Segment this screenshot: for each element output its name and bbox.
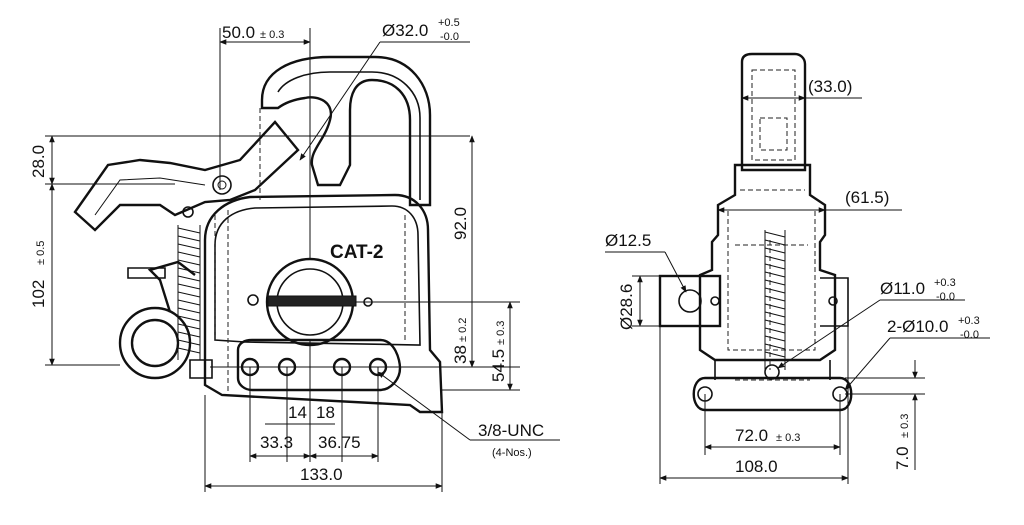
front-view	[658, 52, 853, 412]
dim-54-tol: ± 0.3	[495, 321, 507, 345]
dim-61-5: (61.5)	[845, 188, 889, 207]
eye-inner	[130, 318, 180, 368]
bottom-plate	[236, 338, 402, 392]
dim-dia32-tol-up: +0.5	[438, 17, 460, 29]
spring	[177, 225, 201, 360]
pivot-pin	[212, 175, 232, 195]
thread-label: 3/8-UNC	[478, 421, 544, 440]
upper-block	[698, 163, 837, 362]
body-inner-outline	[214, 205, 421, 346]
dim-dia10-tol-dn: -0.0	[960, 329, 979, 341]
dim-dia11-tol-dn: -0.0	[936, 291, 955, 303]
dim-7: 7.0	[893, 446, 912, 470]
side-view	[73, 55, 444, 414]
dim-28: 28.0	[29, 145, 48, 178]
dim-38: 38	[451, 345, 470, 364]
side-dimensions: 50.0 ± 0.3 Ø32.0 +0.5 -0.0 28.0 102 ± 0.…	[29, 17, 560, 492]
center-hole-11	[764, 364, 780, 380]
dim-72: 72.0	[735, 426, 768, 445]
dim-dia12-5: Ø12.5	[605, 231, 651, 250]
base-plate	[692, 376, 853, 412]
dim-dia10-tol-up: +0.3	[958, 315, 980, 327]
dim-50: 50.0	[222, 23, 255, 42]
dim-54: 54.5	[489, 349, 508, 382]
dim-33-0: (33.0)	[808, 77, 852, 96]
thread-qty: (4-Nos.)	[492, 447, 532, 459]
dim-108: 108.0	[735, 457, 778, 476]
dim-dia32: Ø32.0	[382, 21, 428, 40]
front-dimensions: (33.0) (61.5) Ø12.5 Ø28.6 Ø11.0 +0.3 -0.…	[605, 77, 990, 484]
dim-14: 14	[288, 403, 307, 422]
dim-133: 133.0	[300, 465, 343, 484]
eye-outer	[118, 306, 192, 380]
hook-inner-line	[277, 71, 421, 200]
center-slot	[267, 295, 357, 307]
latch-lever-inner	[94, 177, 206, 216]
small-pin	[182, 206, 194, 218]
dim-36: 36.75	[318, 433, 361, 452]
dim-102: 102	[29, 280, 48, 308]
front-spring	[764, 230, 786, 370]
dim-7-tol: ± 0.3	[899, 414, 911, 438]
dim-102-tol: ± 0.5	[35, 241, 47, 265]
category-label: CAT-2	[330, 242, 383, 263]
dim-38-tol: ± 0.2	[457, 318, 469, 342]
dim-18: 18	[316, 403, 335, 422]
eye-arm	[147, 260, 196, 313]
dim-dia32-tol-dn: -0.0	[440, 31, 459, 43]
dim-dia11: Ø11.0	[880, 279, 925, 298]
dim-33: 33.3	[260, 433, 293, 452]
hook-outline	[260, 55, 432, 207]
dim-dia28-6: Ø28.6	[617, 284, 636, 330]
dim-92: 92.0	[451, 207, 470, 240]
top-lug	[740, 52, 807, 172]
pin-hole-12-5	[678, 289, 702, 313]
side-pin	[658, 274, 722, 328]
dim-72-tol: ± 0.3	[776, 432, 800, 444]
dim-50-tol: ± 0.3	[260, 29, 284, 41]
dim-dia10: 2-Ø10.0	[887, 317, 948, 336]
dim-dia11-tol-up: +0.3	[934, 277, 956, 289]
latch-lever	[73, 120, 300, 232]
